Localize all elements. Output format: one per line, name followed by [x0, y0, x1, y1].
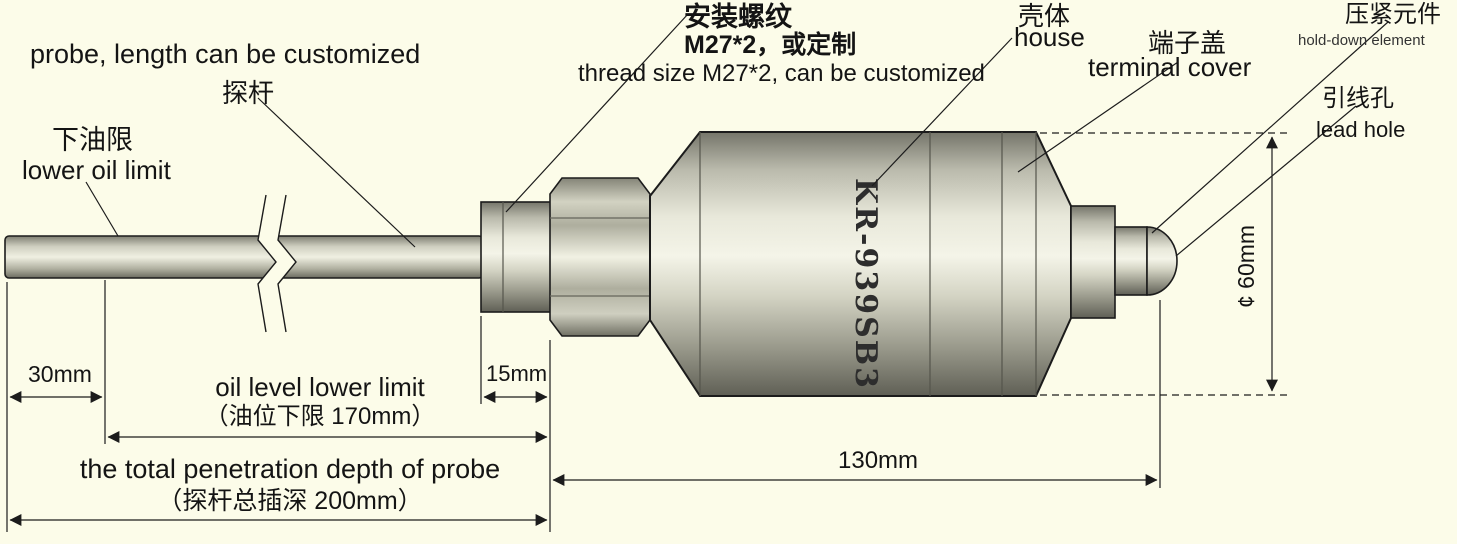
dim-200mm-label-en: the total penetration depth of probe [79, 454, 501, 484]
lower-oil-limit-en: lower oil limit [22, 155, 171, 185]
house-label-en: house [1014, 22, 1085, 52]
hold-down-block [1114, 226, 1148, 296]
break-symbol [257, 194, 297, 333]
dim-170mm-label-en: oil level lower limit [215, 372, 425, 402]
dimension-lines [6, 132, 1292, 532]
lead-hole-en: lead hole [1316, 117, 1406, 142]
terminal-cover-cn: 端子盖 [1148, 28, 1227, 58]
probe-label-cn: 探杆 [222, 78, 275, 108]
probe-rod [4, 235, 484, 279]
model-number-text: KR-939SB3 [848, 178, 883, 390]
oil-level-sensor-drawing: KR-939SB3 [4, 131, 1178, 397]
dim-170mm-label-cn: （油位下限 170mm） [204, 403, 436, 430]
hold-down-cn: 压紧元件 [1345, 1, 1441, 28]
lower-limit-leader [85, 181, 119, 237]
lead-hole-dome [1146, 226, 1178, 296]
diameter-label: ¢ 60mm [1233, 225, 1259, 308]
dim-200mm-label-cn: （探杆总插深 200mm） [157, 487, 423, 515]
thread-label-en: thread size M27*2, can be customized [578, 60, 985, 87]
thread-spec: M27*2，或定制 [684, 31, 857, 59]
terminal-leader [1017, 61, 1179, 173]
dim-30mm-label: 30mm [28, 361, 92, 387]
dim-130mm-label: 130mm [838, 447, 919, 474]
leader-lines [85, 13, 1389, 257]
house-leader [871, 37, 1013, 187]
probe-leader [257, 97, 416, 248]
dim-15mm-label: 15mm [486, 361, 548, 386]
hex-nut [549, 177, 651, 337]
holddown-leader [1151, 21, 1389, 234]
house-label-cn: 壳体 [1018, 1, 1071, 31]
terminal-cover-part [1070, 205, 1116, 319]
thread-label-cn: 安装螺纹 [684, 2, 792, 32]
hold-down-en: hold-down element [1298, 32, 1425, 49]
probe-label-en: probe, length can be customized [30, 39, 421, 69]
lead-hole-cn: 引线孔 [1322, 85, 1394, 112]
terminal-cover-en: terminal cover [1088, 52, 1252, 82]
lower-oil-limit-cn: 下油限 [52, 125, 133, 155]
thread-leader [505, 13, 689, 213]
thread-collar [480, 201, 552, 313]
